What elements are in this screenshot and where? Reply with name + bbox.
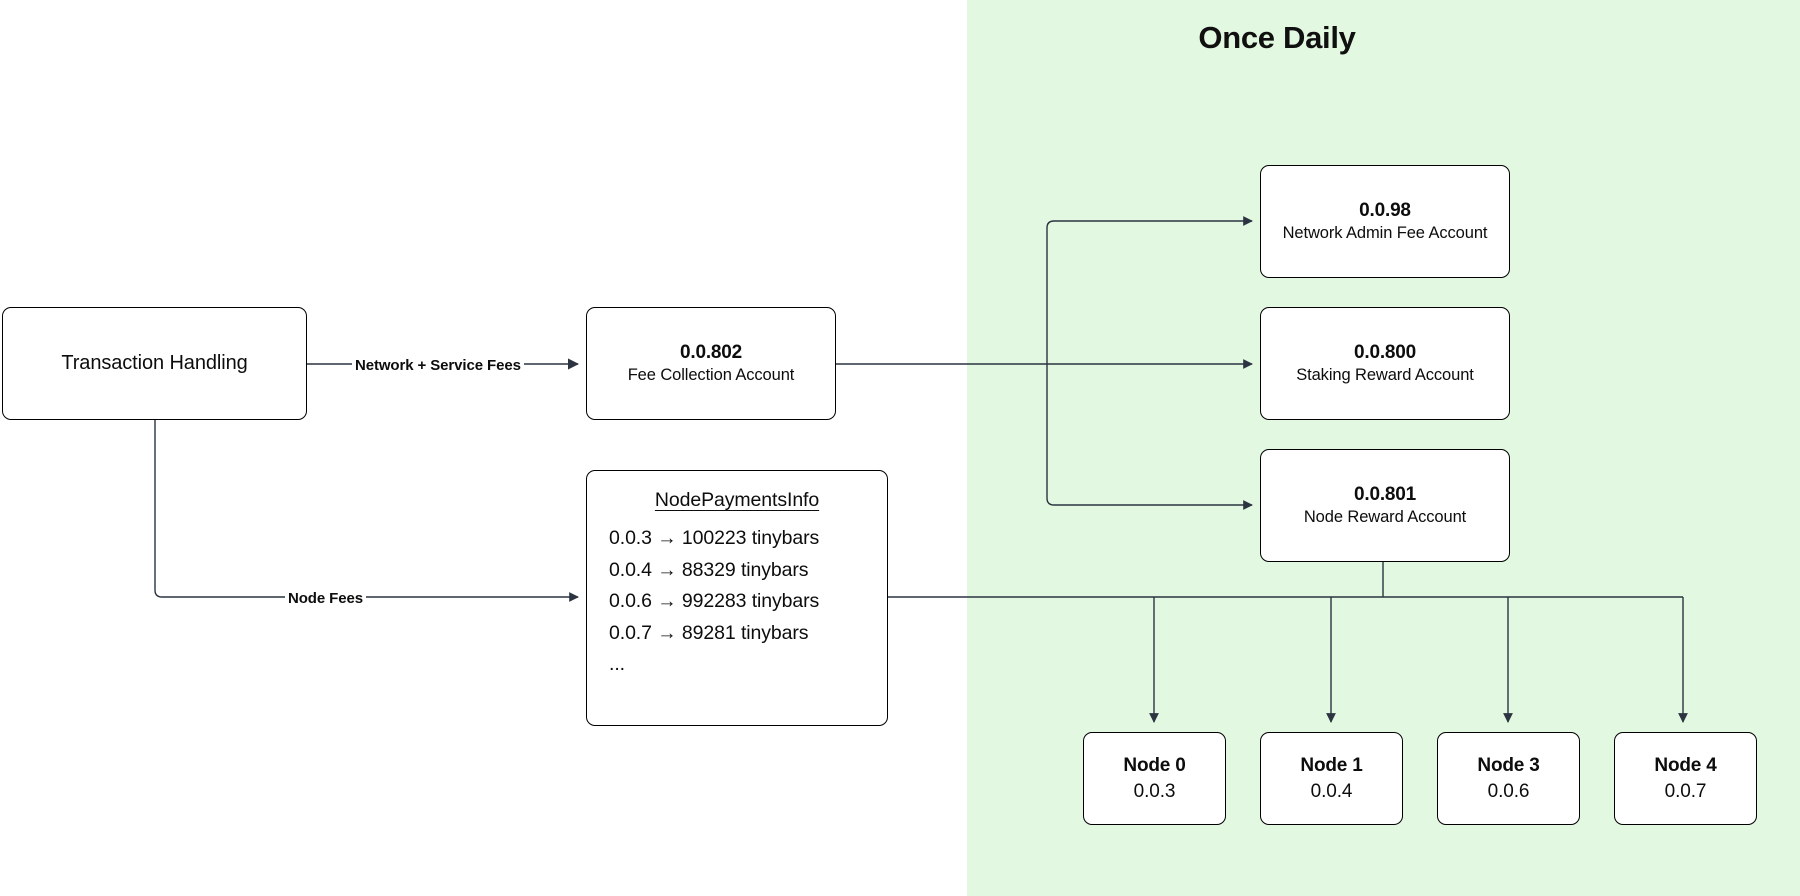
edge-label-network-service-fees: Network + Service Fees (352, 357, 524, 374)
node-1-name: Node 1 (1300, 754, 1363, 776)
node-box-node-0[interactable]: Node 0 0.0.3 (1083, 732, 1226, 825)
fee-collection-account-box[interactable]: 0.0.802 Fee Collection Account (586, 307, 836, 420)
account-desc-0-0-98: Network Admin Fee Account (1282, 224, 1488, 243)
edge-label-node-fees: Node Fees (285, 590, 366, 607)
node-payments-row: 0.0.4 → 88329 tinybars (609, 558, 809, 581)
node-4-account: 0.0.7 (1664, 780, 1707, 802)
node-4-name: Node 4 (1654, 754, 1717, 776)
node-3-name: Node 3 (1477, 754, 1540, 776)
account-id-0-0-801: 0.0.801 (1354, 484, 1416, 506)
node-payments-info-title: NodePaymentsInfo (654, 489, 820, 511)
node-payments-row: 0.0.6 → 992283 tinybars (609, 590, 820, 613)
account-desc-0-0-800: Staking Reward Account (1296, 366, 1474, 385)
fee-collection-account-desc: Fee Collection Account (627, 366, 795, 385)
node-box-node-1[interactable]: Node 1 0.0.4 (1260, 732, 1403, 825)
node-3-account: 0.0.6 (1487, 780, 1530, 802)
node-box-node-3[interactable]: Node 3 0.0.6 (1437, 732, 1580, 825)
account-box-0-0-98[interactable]: 0.0.98 Network Admin Fee Account (1260, 165, 1510, 278)
fee-collection-account-id: 0.0.802 (680, 342, 742, 364)
account-box-0-0-800[interactable]: 0.0.800 Staking Reward Account (1260, 307, 1510, 420)
transaction-handling-label: Transaction Handling (61, 352, 248, 374)
node-payments-row: ... (609, 653, 625, 676)
transaction-handling-box[interactable]: Transaction Handling (2, 307, 307, 420)
account-desc-0-0-801: Node Reward Account (1303, 508, 1467, 527)
once-daily-title: Once Daily (1198, 20, 1356, 55)
node-1-account: 0.0.4 (1310, 780, 1353, 802)
account-box-0-0-801[interactable]: 0.0.801 Node Reward Account (1260, 449, 1510, 562)
node-payments-row: 0.0.7 → 89281 tinybars (609, 621, 809, 644)
node-box-node-4[interactable]: Node 4 0.0.7 (1614, 732, 1757, 825)
node-payments-info-box[interactable]: NodePaymentsInfo 0.0.3 → 100223 tinybars… (586, 470, 888, 726)
node-0-account: 0.0.3 (1133, 780, 1176, 802)
node-payments-row: 0.0.3 → 100223 tinybars (609, 527, 820, 549)
wire-txn-to-node-payments (154, 418, 579, 602)
node-0-name: Node 0 (1123, 754, 1186, 776)
account-id-0-0-98: 0.0.98 (1359, 200, 1411, 222)
account-id-0-0-800: 0.0.800 (1354, 342, 1416, 364)
wire-branch-to-0-0-801 (1046, 364, 1253, 510)
wire-branch-to-0-0-98 (1046, 216, 1253, 364)
